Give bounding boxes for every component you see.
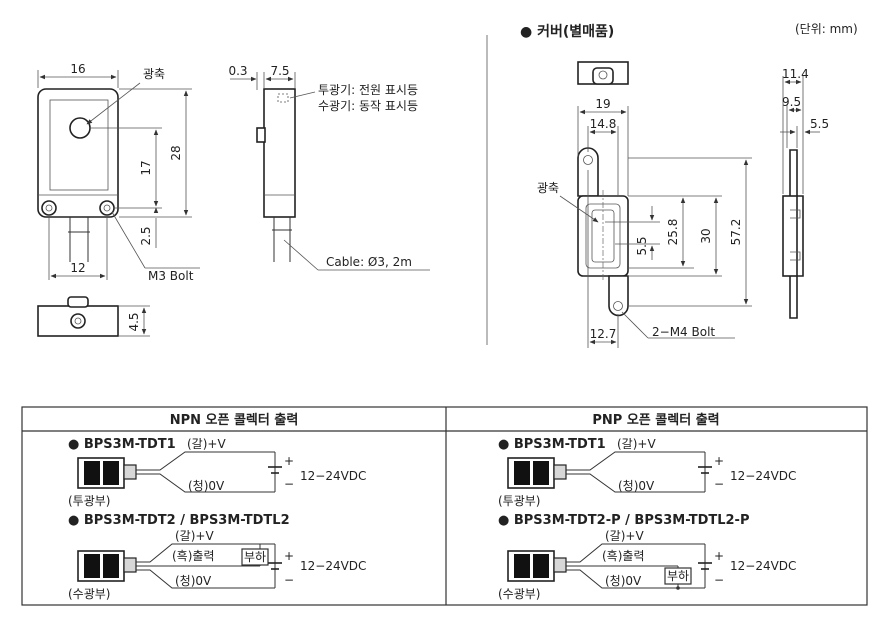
- pnp-model-2: ● BPS3M-TDT2-P / BPS3M-TDTL2-P: [498, 513, 749, 528]
- pnp-plus-1: +: [714, 454, 724, 468]
- npn-emitter-label: (투광부): [68, 494, 110, 508]
- dim-5-5-left: 5.5: [635, 236, 649, 255]
- pnp-supply-1: 12−24VDC: [730, 469, 796, 483]
- dim-0-3: 0.3: [228, 64, 247, 78]
- pnp-plus-2: +: [714, 549, 724, 563]
- pnp-minus-1: −: [714, 477, 724, 491]
- label-receiver-led: 수광기: 동작 표시등: [318, 99, 418, 113]
- side-view: 0.3 7.5 투광기: 전원 표시등 수광기: 동작 표시등 Cable: Ø…: [228, 64, 430, 271]
- cover-title: ● 커버(별매품): [520, 23, 614, 40]
- sensor-body-front: [37, 88, 119, 218]
- pnp-black-out: (흑)출력: [602, 549, 644, 563]
- dim-7-5: 7.5: [270, 64, 289, 78]
- dim-5-5-right: 5.5: [810, 117, 829, 131]
- label-m4-bolt: 2−M4 Bolt: [652, 325, 715, 339]
- pnp-receiver-label: (수광부): [498, 587, 540, 601]
- pnp-header: PNP 오픈 콜렉터 출력: [592, 412, 719, 428]
- dim-30: 30: [699, 228, 713, 243]
- npn-supply-2: 12−24VDC: [300, 559, 366, 573]
- pnp-blue-0v-2: (청)0V: [605, 574, 642, 588]
- pnp-minus-2: −: [714, 573, 724, 587]
- cover-front-view: 19 14.8 광축 5.5 25.8 30 57.2 1: [537, 97, 752, 348]
- cover-top-view: [577, 61, 629, 85]
- npn-plus-2: +: [284, 549, 294, 563]
- dim-16: 16: [70, 62, 85, 76]
- npn-load: 부하: [244, 550, 266, 564]
- label-optical-axis-cover: 광축: [537, 181, 559, 195]
- bottom-view: 4.5: [37, 296, 150, 337]
- npn-plus-1: +: [284, 454, 294, 468]
- npn-blue-0v-2: (청)0V: [175, 574, 212, 588]
- front-view: 16 광축 28 17 2.5 12 M3 Bolt: [37, 62, 200, 283]
- cover-side-view: 11.4 9.5 5.5: [780, 67, 829, 319]
- npn-brown-v-2: (갈)+V: [175, 529, 214, 543]
- npn-supply-1: 12−24VDC: [300, 469, 366, 483]
- mount-hole-left: [41, 200, 57, 216]
- pnp-panel: ● BPS3M-TDT1 (갈)+V + − 12−24VDC (청)0V (투…: [498, 437, 796, 601]
- dim-57-2: 57.2: [729, 219, 743, 246]
- dim-12: 12: [70, 261, 85, 275]
- mount-hole-right: [99, 200, 115, 216]
- wiring-table: NPN 오픈 콜렉터 출력 PNP 오픈 콜렉터 출력: [21, 406, 868, 606]
- npn-header: NPN 오픈 콜렉터 출력: [170, 412, 299, 428]
- pnp-supply-2: 12−24VDC: [730, 559, 796, 573]
- label-emitter-led: 투광기: 전원 표시등: [318, 83, 418, 97]
- npn-receiver-label: (수광부): [68, 587, 110, 601]
- dim-11-4: 11.4: [782, 67, 809, 81]
- npn-minus-1: −: [284, 477, 294, 491]
- lens-window: [49, 99, 109, 191]
- pnp-brown-v-2: (갈)+V: [605, 529, 644, 543]
- pnp-blue-0v-1: (청)0V: [618, 479, 655, 493]
- npn-model-1: ● BPS3M-TDT1: [68, 437, 176, 452]
- label-optical-axis-front: 광축: [143, 67, 165, 81]
- npn-brown-v-1: (갈)+V: [187, 437, 226, 451]
- unit-note: (단위: mm): [795, 22, 858, 36]
- dim-17: 17: [139, 160, 153, 175]
- npn-model-2: ● BPS3M-TDT2 / BPS3M-TDTL2: [68, 513, 290, 528]
- dim-19: 19: [595, 97, 610, 111]
- npn-panel: ● BPS3M-TDT1 (갈)+V + − 12−24VDC (청)0V (투…: [68, 437, 366, 601]
- label-m3-bolt: M3 Bolt: [148, 269, 194, 283]
- npn-minus-2: −: [284, 573, 294, 587]
- dim-12-7: 12.7: [590, 327, 617, 341]
- dim-14-8: 14.8: [590, 117, 617, 131]
- dim-25-8: 25.8: [666, 219, 680, 246]
- label-cable: Cable: Ø3, 2m: [326, 255, 412, 269]
- pnp-brown-v-1: (갈)+V: [617, 437, 656, 451]
- sensor-body-side: [263, 88, 296, 218]
- dim-28: 28: [169, 145, 183, 160]
- pnp-load: 부하: [667, 569, 689, 583]
- pnp-model-1: ● BPS3M-TDT1: [498, 437, 606, 452]
- dim-4-5: 4.5: [127, 312, 141, 331]
- optical-axis-hole: [69, 117, 91, 139]
- npn-blue-0v-1: (청)0V: [188, 479, 225, 493]
- npn-black-out: (흑)출력: [172, 549, 214, 563]
- pnp-emitter-label: (투광부): [498, 494, 540, 508]
- dim-2-5: 2.5: [139, 226, 153, 245]
- dim-9-5: 9.5: [782, 95, 801, 109]
